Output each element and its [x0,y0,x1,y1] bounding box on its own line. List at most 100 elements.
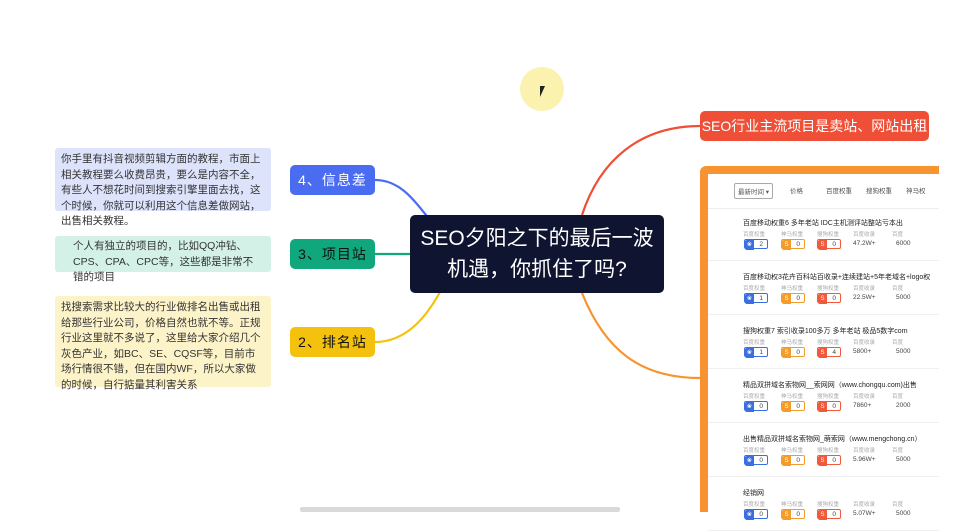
column-label: 搜狗权重 [817,286,840,292]
note-project-site[interactable]: 个人有独立的项目的，比如QQ冲钻、CPS、CPA、CPC等，这些都是非常不错的项… [55,236,271,283]
connector-seo-industry [580,124,701,216]
shenma-icon: S [782,294,791,304]
marketplace-panel: 最新时间 ▾ 价格 百度权重 搜狗权重 神马权 百度移动权重6 多年老站 IDC… [708,174,939,531]
listing-title[interactable]: 精品双拼域名索物网__索网网（www.chongqu.com)出售 [743,382,917,389]
marketplace-screenshot[interactable]: 最新时间 ▾ 价格 百度权重 搜狗权重 神马权 百度移动权重6 多年老站 IDC… [700,166,939,531]
branch-info-gap[interactable]: 4、信息差 [290,165,375,195]
column-label: 百度 [892,502,904,508]
baidu-weight-badge: ❀0 [744,455,768,466]
column-label: 神马权重 [781,448,804,454]
listing-title[interactable]: 出售精品双拼域名索物网_萌索网（www.mengchong.cn） [743,436,922,443]
column-label: 百度权重 [743,448,766,454]
branch-ranking-site-label: 2、排名站 [298,334,367,350]
column-label: 百度收录 [853,340,876,346]
central-topic[interactable]: SEO夕阳之下的最后一波机遇，你抓住了吗? [410,215,664,293]
horizontal-scrollbar[interactable] [300,507,620,512]
column-label: 百度权重 [743,232,766,238]
tab-shenma-weight[interactable]: 神马权 [906,188,926,195]
sogou-icon: S [818,456,827,466]
branch-project-site[interactable]: 3、项目站 [290,239,375,269]
baidu-icon: ❀ [745,348,754,358]
price-value: 5000 [896,456,911,463]
indexed-count: 47.2W+ [853,240,876,247]
column-label: 百度收录 [853,502,876,508]
sogou-icon: S [818,294,827,304]
note-info-gap-text: 你手里有抖音视频剪辑方面的教程，市面上相关教程要么收费昂贵，要么是内容不全，有些… [61,153,261,227]
indexed-count: 22.5W+ [853,294,876,301]
column-label: 搜狗权重 [817,340,840,346]
column-label: 百度权重 [743,502,766,508]
column-label: 百度 [892,394,904,400]
baidu-icon: ❀ [745,456,754,466]
baidu-icon: ❀ [745,510,754,520]
shenma-icon: S [782,348,791,358]
price-value: 6000 [896,240,911,247]
branch-ranking-site[interactable]: 2、排名站 [290,327,375,357]
column-label: 百度收录 [853,394,876,400]
baidu-weight-badge: ❀0 [744,509,768,520]
tab-sogou-weight[interactable]: 搜狗权重 [866,188,892,195]
baidu-icon: ❀ [745,240,754,250]
baidu-icon: ❀ [745,402,754,412]
column-label: 百度权重 [743,286,766,292]
column-label: 搜狗权重 [817,232,840,238]
branch-project-site-label: 3、项目站 [298,246,367,262]
column-label: 百度收录 [853,448,876,454]
listing-item[interactable]: 百度移动权3花卉百科站百收录+连续建站+5年老域名+logo权百度权重 神马权重 搜… [708,262,939,315]
listing-item[interactable]: 出售精品双拼域名索物网_萌索网（www.mengchong.cn） 百度权重 神马权… [708,424,939,477]
baidu-weight-badge: ❀0 [744,401,768,412]
price-value: 5000 [896,348,911,355]
column-label: 百度权重 [743,340,766,346]
tab-latest[interactable]: 最新时间 ▾ [734,183,774,199]
note-info-gap[interactable]: 你手里有抖音视频剪辑方面的教程，市面上相关教程要么收费昂贵，要么是内容不全，有些… [55,148,271,227]
shenma-icon: S [782,510,791,520]
listing-title[interactable]: 百度移动权重6 多年老站 IDC主机测评站整站亏本出 [743,220,903,227]
price-value: 2000 [896,402,911,409]
shenma-icon: S [782,402,791,412]
shenma-icon: S [782,240,791,250]
column-label: 百度收录 [853,232,876,238]
listing-item[interactable]: 精品双拼域名索物网__索网网（www.chongqu.com)出售百度权重神马权… [708,370,939,423]
tab-baidu-weight[interactable]: 百度权重 [826,188,852,195]
baidu-weight-badge: ❀1 [744,347,768,358]
baidu-weight-badge: ❀2 [744,239,768,250]
column-label: 神马权重 [781,394,804,400]
column-label: 神马权重 [781,286,804,292]
note-project-site-text: 个人有独立的项目的，比如QQ冲钻、CPS、CPA、CPC等，这些都是非常不错的项… [73,240,254,283]
indexed-count: 5.07W+ [853,510,876,517]
listing-title[interactable]: 百度移动权3花卉百科站百收录+连续建站+5年老域名+logo权 [743,274,931,281]
listing-item[interactable]: 百度移动权重6 多年老站 IDC主机测评站整站亏本出百度权重神马权重搜狗权重百度… [708,208,939,261]
column-label: 神马权重 [781,502,804,508]
note-ranking-site[interactable]: 找搜索需求比较大的行业做排名出售或出租给那些行业公司，价格自然也就不等。正规行业… [55,296,271,391]
mouse-cursor-icon [540,86,549,97]
column-label: 百度 [892,448,904,454]
indexed-count: 5.96W+ [853,456,876,463]
price-value: 5000 [896,294,911,301]
column-label: 百度 [892,232,904,238]
branch-info-gap-label: 4、信息差 [298,172,367,188]
column-label: 百度 [892,340,904,346]
connector-screenshot [580,292,701,380]
column-label: 百度 [892,286,904,292]
indexed-count: 7860+ [853,402,872,409]
column-label: 搜狗权重 [817,502,840,508]
note-ranking-site-text: 找搜索需求比较大的行业做排名出售或出租给那些行业公司，价格自然也就不等。正规行业… [61,301,261,391]
sogou-icon: S [818,402,827,412]
listing-title[interactable]: 搜狗权重7 索引收录100多万 多年老站 极品5数字com [743,328,908,335]
tab-price[interactable]: 价格 [790,188,803,195]
listing-title[interactable]: 经销网 [743,490,764,497]
branch-seo-industry[interactable]: SEO行业主流项目是卖站、网站出租 [700,111,929,141]
shenma-icon: S [782,456,791,466]
